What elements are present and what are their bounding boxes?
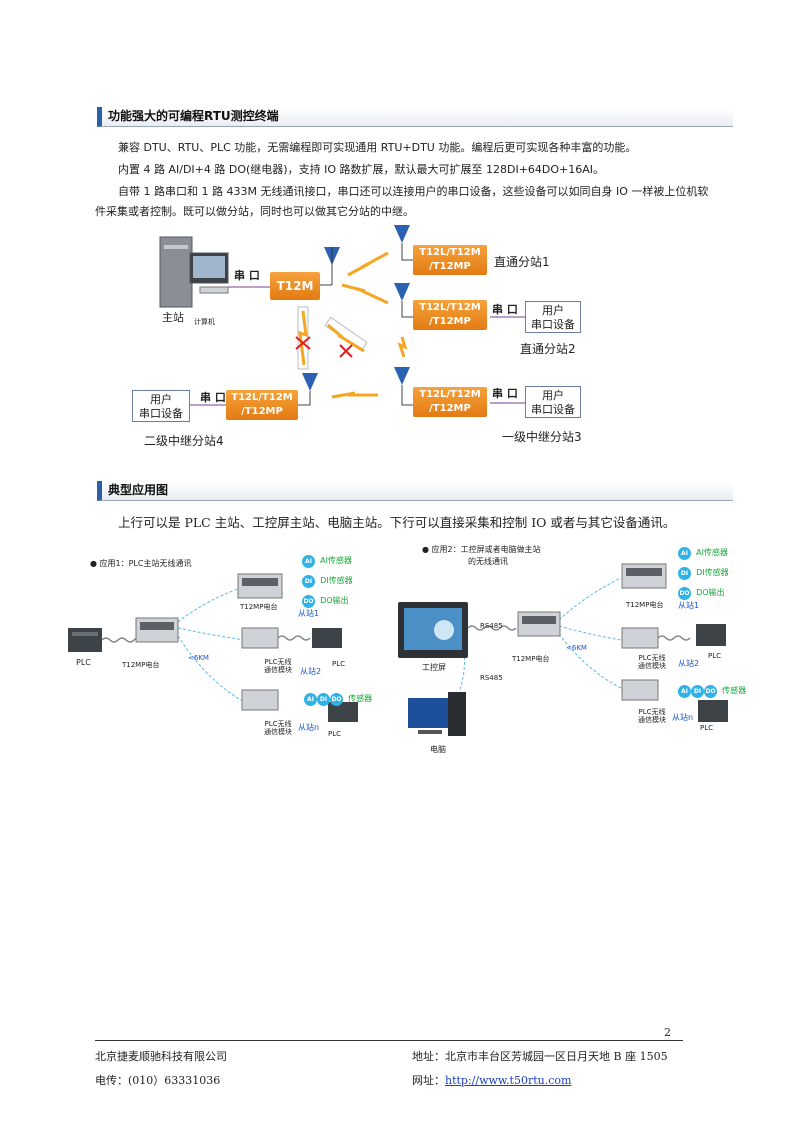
paragraph-application: 上行可以是 PLC 主站、工控屏主站、电脑主站。下行可以直接采集和控制 IO 或… [118,515,676,530]
plc-label: PLC [76,658,91,667]
slave-1-label: 从站1 [298,609,320,618]
app1-title: ● 应用1：PLC主站无线通讯 [90,559,192,568]
pc-icon [408,692,466,736]
t12m-device: T12M [270,272,320,300]
app2-title-cont: 的无线通讯 [468,557,508,566]
t12-device-3: T12L/T12M/T12MP [413,387,487,417]
section-title-application: 典型应用图 [97,481,733,501]
rs485-label: RS485 [480,674,503,682]
relay-station-3: 一级中继分站3 [502,430,582,444]
di-sensor: DI DI传感器 [302,568,353,588]
serial-label: 串 口 [234,269,260,282]
t12mp-label: T12MP电台 [626,601,664,609]
paragraph-io: 内置 4 路 AI/DI+4 路 DO(继电器)，支持 IO 路数扩展，默认最大… [118,163,605,176]
application-diagram: ● 应用1：PLC主站无线通讯 PLC T12MP电台 <6KM AI AI传感… [66,540,752,760]
user-serial-device-4: 用户串口设备 [132,390,190,422]
plc-wireless-module: PLC无线通信模块 [638,654,666,670]
t12-device-2: T12L/T12M/T12MP [413,300,487,330]
do-output: DO DO输出 [302,588,349,608]
serial-label: 串 口 [492,303,518,316]
user-serial-device-2: 用户串口设备 [525,301,581,333]
main-station-label: 主站 [162,311,184,324]
app2-title: ● 应用2：工控屏或者电脑做主站 [422,545,541,554]
paragraph-serial: 自带 1 路串口和 1 路 433M 无线通讯接口，串口还可以连接用户的串口设备… [118,185,709,198]
paragraph-serial-cont: 件采集或者控制。既可以做分站，同时也可以做其它分站的中继。 [95,205,414,218]
company-address: 地址：北京市丰台区芳城园一区日月天地 B 座 1505 [412,1050,668,1063]
company-name: 北京捷麦顺驰科技有限公司 [95,1050,227,1063]
distance-label: <6KM [566,644,587,652]
serial-label: 串 口 [200,391,226,404]
ai-sensor: AI AI传感器 [678,540,728,560]
di-sensor: DI DI传感器 [678,560,729,580]
plc-icon [68,628,102,652]
plc-wireless-module: PLC无线通信模块 [264,720,292,736]
ai-chip-icon: AI [302,555,315,568]
t12-device-1: T12L/T12M/T12MP [413,245,487,275]
direct-station-1: 直通分站1 [494,255,550,269]
t12mp-label: T12MP电台 [240,603,278,611]
distance-label: <6KM [188,654,209,662]
company-website: 网址：http://www.t50rtu.com [412,1074,572,1087]
website-link[interactable]: http://www.t50rtu.com [445,1074,572,1087]
plc-label: PLC [328,730,342,738]
computer-label: 计算机 [194,318,215,326]
company-phone: 电传：(010）63331036 [95,1074,221,1087]
t12mp-label: T12MP电台 [512,655,550,663]
slave-2-label: 从站2 [678,659,700,668]
diagram-lines [159,225,525,406]
slave-n-label: 从站n [298,723,320,732]
t12-device-4: T12L/T12M/T12MP [226,390,298,420]
do-output: DO DO输出 [678,580,725,600]
computer-icon [159,236,229,308]
user-serial-device-3: 用户串口设备 [525,386,581,418]
network-diagram: 主站 计算机 串 口 T12M T12L/T12M/T12MP 直通分站1 T1… [120,225,640,460]
plc-label: PLC [708,652,722,660]
do-chip-icon: DO [302,595,315,608]
paragraph-compat: 兼容 DTU、RTU、PLC 功能，无需编程即可实现通用 RTU+DTU 功能。… [118,141,637,154]
hmi-label: 工控屏 [422,663,446,672]
slave-2-label: 从站2 [300,667,322,676]
plc-wireless-module: PLC无线通信模块 [638,708,666,724]
pc-label: 电脑 [430,745,446,754]
ai-sensor: AI AI传感器 [302,548,352,568]
plc-label: PLC [332,660,346,668]
touch-panel-icon [398,602,468,658]
serial-label: 串 口 [492,387,518,400]
slave-1-label: 从站1 [678,601,700,610]
section-title-rtu: 功能强大的可编程RTU测控终端 [97,107,733,127]
page-number: 2 [664,1026,671,1039]
plc-label: PLC [700,724,714,732]
slave-n-label: 从站n [672,713,694,722]
application-lines [68,563,728,736]
direct-station-2: 直通分站2 [520,342,576,356]
t12mp-label: T12MP电台 [122,661,160,669]
plc-wireless-module: PLC无线通信模块 [264,658,292,674]
relay-station-4: 二级中继分站4 [144,434,224,448]
rs485-label: RS485 [480,622,503,630]
footer-divider [95,1040,683,1041]
di-chip-icon: DI [302,575,315,588]
